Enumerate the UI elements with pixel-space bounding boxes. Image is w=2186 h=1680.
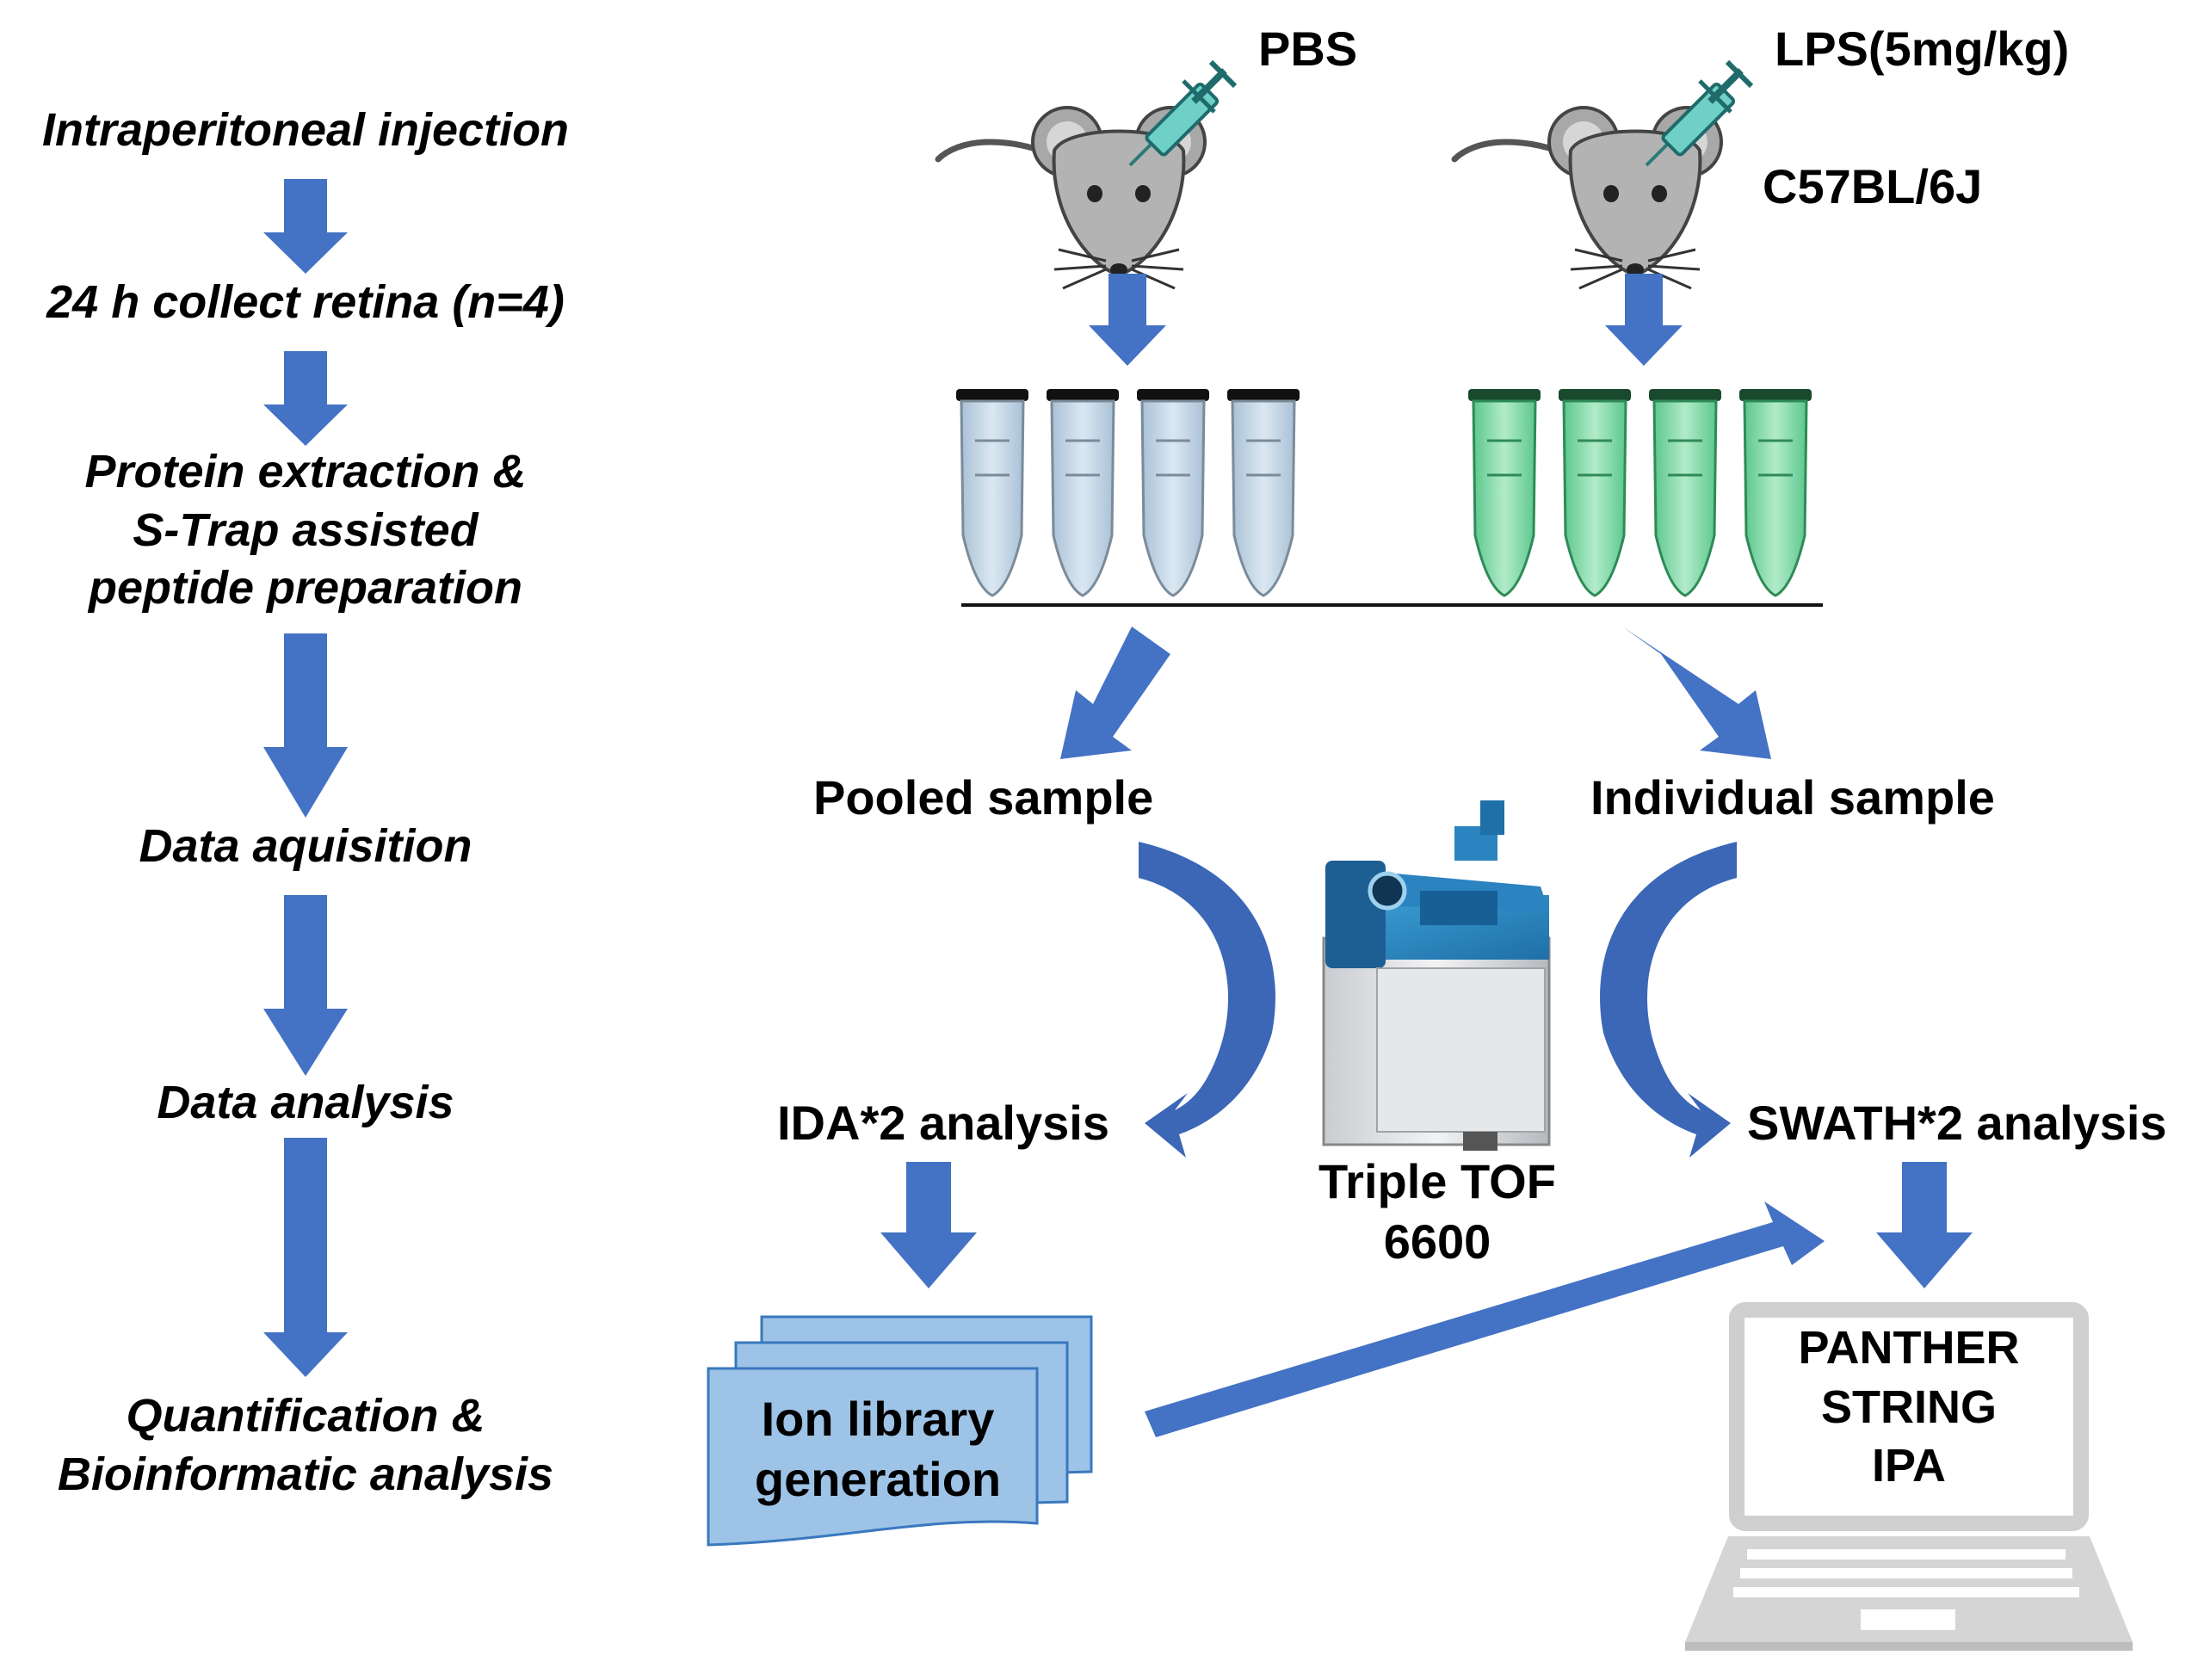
step-data-acquisition: Data aquisition xyxy=(139,820,472,872)
laptop-icon xyxy=(1685,1302,2133,1651)
individual-sample-label: Individual sample xyxy=(1590,770,1995,825)
ion-library-document-icon xyxy=(707,1315,1093,1547)
arrow-down-icon xyxy=(1089,274,1166,366)
step-protein-extraction-line: Protein extraction & xyxy=(84,446,527,497)
step-quantification-line: Quantification & xyxy=(126,1390,485,1442)
tube-icon xyxy=(1738,387,1813,597)
step-data-analysis: Data analysis xyxy=(157,1077,454,1128)
arrow-diagonal-icon xyxy=(1060,627,1170,759)
ion-library-label: Ion library generation xyxy=(732,1389,1024,1510)
arrow-down-icon xyxy=(880,1162,977,1288)
pbs-tubes xyxy=(954,387,1301,597)
lps-tubes xyxy=(1467,387,1813,597)
arrow-down-icon xyxy=(263,179,348,274)
pooled-sample-label: Pooled sample xyxy=(813,770,1154,825)
step-quantification: Quantification & Bioinformatic analysis xyxy=(0,1387,615,1504)
tube-icon xyxy=(1135,387,1211,597)
tube-icon xyxy=(1467,387,1542,597)
arrow-down-icon xyxy=(263,633,348,818)
strain-label: C57BL/6J xyxy=(1763,159,1983,213)
left-arrows xyxy=(263,179,348,1377)
arrow-down-icon xyxy=(263,895,348,1076)
software-item: IPA xyxy=(1871,1440,1946,1492)
arrow-long-diagonal-icon xyxy=(1145,1201,1825,1437)
arrow-diagonal-icon xyxy=(1622,627,1771,759)
step-protein-extraction: Protein extraction & S-Trap assisted pep… xyxy=(0,443,615,618)
tube-icon xyxy=(1557,387,1633,597)
step-collect-retina: 24 h collect retina (n=4) xyxy=(46,276,565,328)
tube-icon xyxy=(954,387,1030,597)
swath-analysis-label: SWATH*2 analysis xyxy=(1747,1096,2167,1150)
lps-label: LPS(5mg/kg) xyxy=(1775,22,2070,76)
instrument-name-line: 6600 xyxy=(1383,1214,1491,1269)
arrow-down-icon xyxy=(1605,274,1683,366)
step-protein-extraction-line: S-Trap assisted xyxy=(133,503,479,556)
pbs-label: PBS xyxy=(1258,22,1358,76)
instrument-label: Triple TOF 6600 xyxy=(1308,1152,1566,1272)
curved-arrow-right-icon xyxy=(1600,842,1737,1158)
step-injection: Intraperitoneal injection xyxy=(41,104,570,156)
tube-icon xyxy=(1647,387,1723,597)
instrument-name-line: Triple TOF xyxy=(1318,1154,1556,1208)
curved-arrow-left-icon xyxy=(1139,842,1275,1158)
software-item: STRING xyxy=(1820,1380,1997,1433)
ida-analysis-label: IDA*2 analysis xyxy=(777,1096,1109,1150)
ion-library-line: generation xyxy=(754,1452,1002,1506)
software-item: PANTHER xyxy=(1798,1322,2020,1374)
step-quantification-line: Bioinformatic analysis xyxy=(57,1448,554,1500)
arrow-down-icon xyxy=(1876,1162,1973,1288)
mass-spectrometer-icon xyxy=(1322,800,1551,1151)
arrow-down-icon xyxy=(263,351,348,446)
step-protein-extraction-line: peptide preparation xyxy=(88,562,523,614)
ion-library-line: Ion library xyxy=(761,1392,995,1446)
tube-icon xyxy=(1226,387,1301,597)
arrow-down-icon xyxy=(263,1138,348,1377)
software-list: PANTHER STRING IPA xyxy=(1737,1319,2081,1496)
tube-icon xyxy=(1045,387,1121,597)
